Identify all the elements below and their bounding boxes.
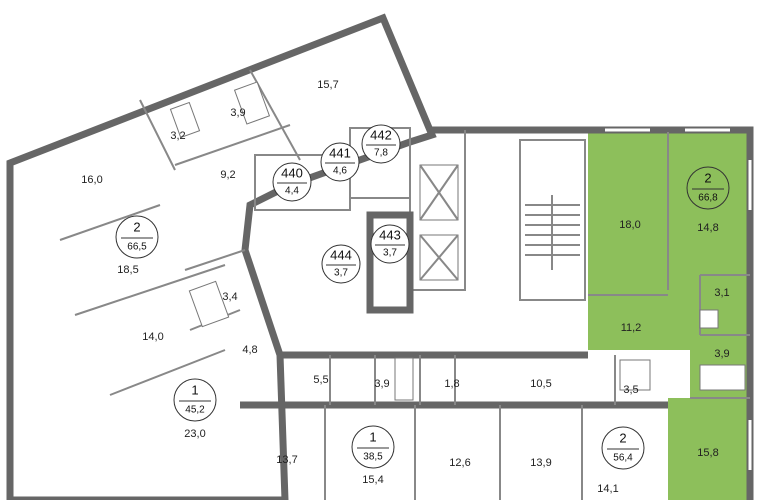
storage-badge[interactable]: 443 3,7 [370, 224, 410, 264]
room-area: 15,8 [697, 447, 718, 459]
room-area: 9,2 [220, 169, 235, 181]
apartment-badge[interactable]: 2 56,4 [601, 426, 645, 470]
staircase [525, 195, 580, 270]
room-area: 18,0 [619, 219, 640, 231]
apartment-rooms: 2 [619, 430, 626, 445]
central-core [254, 126, 754, 500]
storage-badges: 440 4,4 441 4,6 442 7,8 443 3,7 444 3,7 [272, 124, 410, 284]
apartment-rooms: 1 [191, 382, 198, 397]
storage-area: 3,7 [334, 268, 348, 279]
room-area: 18,5 [117, 264, 138, 276]
rotated-wing [6, 13, 437, 500]
green-apartment-interior [588, 128, 752, 470]
storage-badge[interactable]: 442 7,8 [361, 124, 401, 164]
room-area: 3,9 [714, 348, 729, 360]
room-area: 4,8 [242, 344, 257, 356]
storage-badge[interactable]: 441 4,6 [320, 142, 360, 182]
apartment-rooms: 2 [133, 219, 140, 234]
bottom-row [240, 351, 668, 500]
apartment-badge[interactable]: 2 66,8 [686, 166, 730, 210]
storage-badge[interactable]: 440 4,4 [272, 162, 312, 202]
apartment-area: 38,5 [363, 452, 383, 463]
room-area: 14,1 [597, 483, 618, 495]
room-area: 14,0 [142, 331, 163, 343]
apartment-badges: 2 66,5 1 45,2 1 38,5 2 56,4 2 66,8 [115, 166, 730, 470]
room-area: 15,4 [362, 474, 383, 486]
storage-number: 443 [379, 227, 401, 242]
apartment-badge[interactable]: 1 45,2 [173, 378, 217, 422]
room-area: 10,5 [530, 378, 551, 390]
storage-number: 440 [281, 165, 303, 180]
room-area: 3,9 [230, 107, 245, 119]
room-area: 16,0 [81, 174, 102, 186]
storage-area: 4,4 [285, 186, 299, 197]
apartment-area: 56,4 [613, 453, 633, 464]
storage-area: 3,7 [383, 248, 397, 259]
room-area: 14,8 [697, 222, 718, 234]
room-area: 13,7 [276, 454, 297, 466]
highlighted-apartment[interactable] [588, 132, 750, 500]
apartment-badge[interactable]: 2 66,5 [115, 215, 159, 259]
room-area: 3,4 [222, 291, 237, 303]
room-area: 11,2 [621, 322, 642, 334]
room-area: 3,1 [714, 287, 729, 299]
storage-number: 444 [330, 247, 352, 262]
apartment-badge[interactable]: 1 38,5 [351, 425, 395, 469]
room-area: 3,5 [623, 384, 638, 396]
storage-badge[interactable]: 444 3,7 [321, 244, 361, 284]
storage-area: 7,8 [374, 148, 388, 159]
room-labels: 15,7 3,9 3,2 9,2 16,0 18,5 3,4 14,0 4,8 … [81, 79, 729, 495]
apartment-area: 66,8 [698, 193, 718, 204]
room-area: 5,5 [313, 374, 328, 386]
apartment-area: 66,5 [127, 242, 147, 253]
room-area: 13,9 [530, 457, 551, 469]
apartment-rooms: 2 [704, 170, 711, 185]
storage-area: 4,6 [333, 166, 347, 177]
room-area: 3,2 [170, 130, 185, 142]
apartment-area: 45,2 [185, 405, 205, 416]
room-area: 12,6 [449, 457, 470, 469]
room-area: 15,7 [317, 79, 338, 91]
room-area: 3,9 [374, 378, 389, 390]
storage-number: 442 [370, 127, 392, 142]
apartment-rooms: 1 [369, 429, 376, 444]
storage-number: 441 [329, 145, 351, 160]
room-area: 1,8 [444, 378, 459, 390]
room-area: 23,0 [184, 428, 205, 440]
